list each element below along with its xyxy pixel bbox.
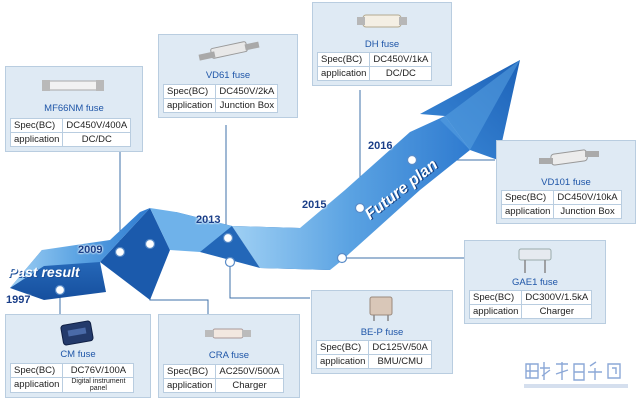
fuse-name: MF66NM fuse	[44, 103, 104, 114]
spec-label: Spec(BC)	[9, 363, 64, 378]
application-value: DC/DC	[62, 132, 132, 147]
spec-value: DC300V/1.5kA	[521, 290, 593, 305]
spec-label: Spec(BC)	[9, 118, 64, 133]
bolt-fuse-icon	[539, 149, 599, 166]
fuse-card-vd101: VD101 fuse Spec(BC)DC450V/10kA applicati…	[496, 140, 636, 224]
application-value: Digital instrument panel	[62, 377, 135, 393]
spec-value: AC250V/500A	[215, 364, 284, 379]
application-label: application	[9, 132, 64, 147]
spec-value: DC450V/400A	[62, 118, 132, 133]
cylindrical-fuse-icon	[42, 80, 104, 91]
year-1997: 1997	[6, 294, 31, 306]
fuse-name: CRA fuse	[208, 350, 250, 361]
application-value: Charger	[215, 378, 284, 393]
spec-table: Spec(BC)DC76V/100A application Digital i…	[9, 363, 135, 393]
application-label: application	[162, 378, 217, 393]
blade-fuse-icon	[205, 328, 251, 339]
pcb-fuse-icon	[518, 248, 552, 273]
spec-label: Spec(BC)	[468, 290, 523, 305]
timeline-dots	[54, 154, 418, 296]
application-label: application	[500, 204, 555, 219]
year-2015: 2015	[302, 199, 327, 211]
application-label: application	[468, 304, 523, 319]
application-label: application	[316, 66, 371, 81]
spec-label: Spec(BC)	[500, 190, 555, 205]
past-result-label: Past result	[8, 264, 80, 280]
application-label: application	[9, 377, 64, 393]
cylindrical-fuse-icon	[357, 14, 407, 28]
application-label: application	[162, 98, 217, 113]
bolt-fuse-icon	[198, 41, 260, 61]
fuse-name: DH fuse	[364, 39, 400, 50]
year-2016: 2016	[368, 140, 393, 152]
spec-value: DC125V/50A	[368, 340, 432, 355]
fuse-name: GAE1 fuse	[512, 277, 558, 288]
fuse-card-be-p: BE-P fuse Spec(BC)DC125V/50A application…	[311, 290, 453, 374]
block-fuse-icon	[369, 296, 393, 321]
application-value: Junction Box	[553, 204, 622, 219]
spec-label: Spec(BC)	[162, 364, 217, 379]
spec-value: DC450V/2kA	[215, 84, 279, 99]
application-value: Junction Box	[215, 98, 279, 113]
spec-value: DC450V/10kA	[553, 190, 622, 205]
application-label: application	[315, 354, 370, 369]
module-fuse-icon	[60, 320, 94, 346]
application-value: BMU/CMU	[368, 354, 432, 369]
spec-value: DC76V/100A	[62, 363, 135, 378]
fuse-card-mf66nm: MF66NM fuse Spec(BC)DC450V/400A applicat…	[5, 66, 143, 152]
application-value: Charger	[521, 304, 593, 319]
fuse-card-cra: CRA fuse Spec(BC)AC250V/500A application…	[158, 314, 300, 398]
spec-label: Spec(BC)	[316, 52, 371, 67]
fuse-name: VD61 fuse	[205, 70, 251, 81]
fuse-card-gae1: GAE1 fuse Spec(BC)DC300V/1.5kA applicati…	[464, 240, 606, 324]
fuse-card-vd61: VD61 fuse Spec(BC)DC450V/2kA application…	[158, 34, 298, 118]
spec-label: Spec(BC)	[162, 84, 217, 99]
fuse-name: CM fuse	[60, 349, 96, 360]
application-value: DC/DC	[369, 66, 433, 81]
year-2009: 2009	[78, 244, 103, 256]
spec-label: Spec(BC)	[315, 340, 370, 355]
watermark-logo	[524, 361, 628, 388]
fuse-name: VD101 fuse	[541, 177, 591, 188]
fuse-card-cm: CM fuse Spec(BC)DC76V/100A application D…	[5, 314, 151, 398]
year-2013: 2013	[196, 214, 221, 226]
fuse-name: BE-P fuse	[360, 327, 404, 338]
spec-value: DC450V/1kA	[369, 52, 433, 67]
